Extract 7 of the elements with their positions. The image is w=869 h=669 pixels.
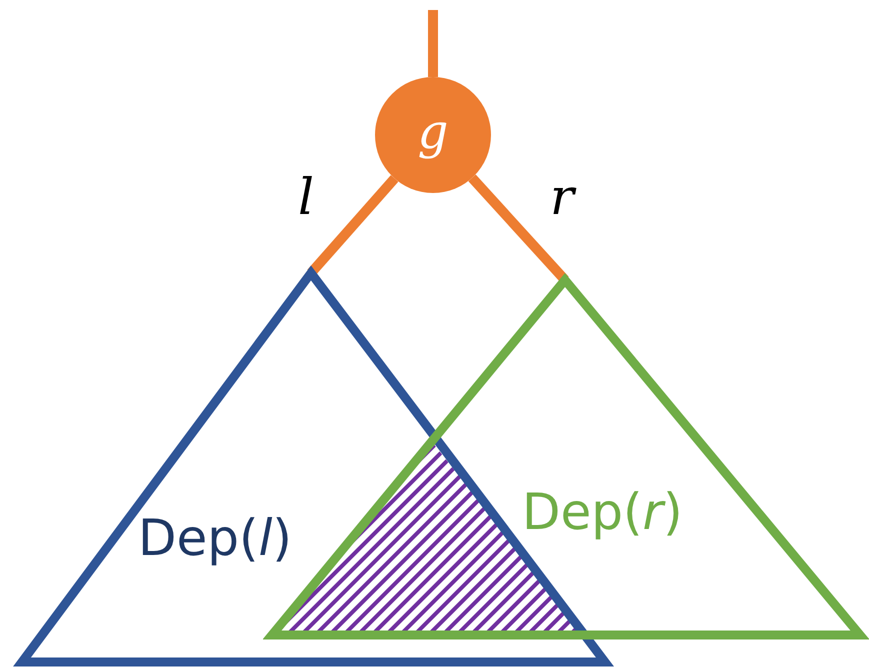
node-label: Dep(r) <box>522 482 683 542</box>
connector-line <box>468 174 569 284</box>
edge-label: l <box>298 172 314 222</box>
connector-line <box>428 10 438 77</box>
edge-label: r <box>550 172 574 222</box>
node-label: Dep(l) <box>138 508 292 568</box>
connector-line <box>307 175 398 276</box>
